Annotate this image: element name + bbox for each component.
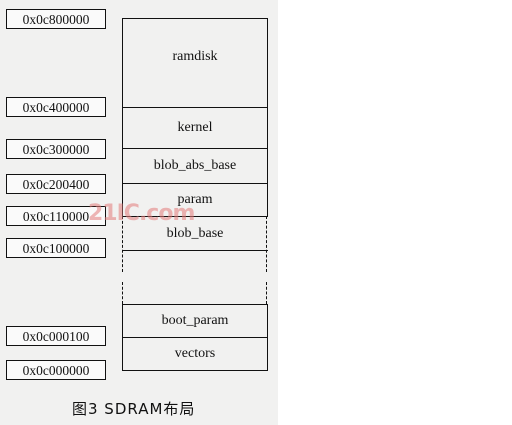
segment-vectors-label: vectors <box>174 346 216 361</box>
segment-kernel-label: kernel <box>177 120 213 135</box>
left-break-line-upper <box>122 216 123 272</box>
segment-param: param <box>122 183 268 216</box>
segment-ramdisk-label: ramdisk <box>172 49 218 64</box>
address-label-0x0c110000: 0x0c110000 <box>6 206 106 226</box>
segment-blob-abs-base-label: blob_abs_base <box>153 158 237 173</box>
address-label-0x0c000100: 0x0c000100 <box>6 326 106 346</box>
right-break-line-lower <box>266 282 267 304</box>
address-label-0x0c400000: 0x0c400000 <box>6 97 106 117</box>
right-break-line-upper <box>266 216 267 272</box>
address-label-0x0c200400: 0x0c200400 <box>6 174 106 194</box>
address-label-0x0c100000: 0x0c100000 <box>6 238 106 258</box>
segment-blob-abs-base: blob_abs_base <box>122 148 268 183</box>
site-watermark: 21IC.com <box>88 201 195 226</box>
segment-param-label: param <box>177 192 213 207</box>
segment-kernel: kernel <box>122 107 268 148</box>
segment-boot-param-label: boot_param <box>161 313 229 328</box>
segment-blob-base: blob_base <box>122 216 268 251</box>
address-label-0x0c300000: 0x0c300000 <box>6 139 106 159</box>
figure-caption: 图3 SDRAM布局 <box>72 400 196 418</box>
left-break-line-lower <box>122 282 123 304</box>
segment-blob-base-label: blob_base <box>166 225 224 241</box>
address-label-0x0c000000: 0x0c000000 <box>6 360 106 380</box>
segment-boot-param: boot_param <box>122 304 268 337</box>
segment-ramdisk: ramdisk <box>122 18 268 107</box>
address-label-0x0c800000: 0x0c800000 <box>6 9 106 29</box>
segment-vectors: vectors <box>122 337 268 371</box>
